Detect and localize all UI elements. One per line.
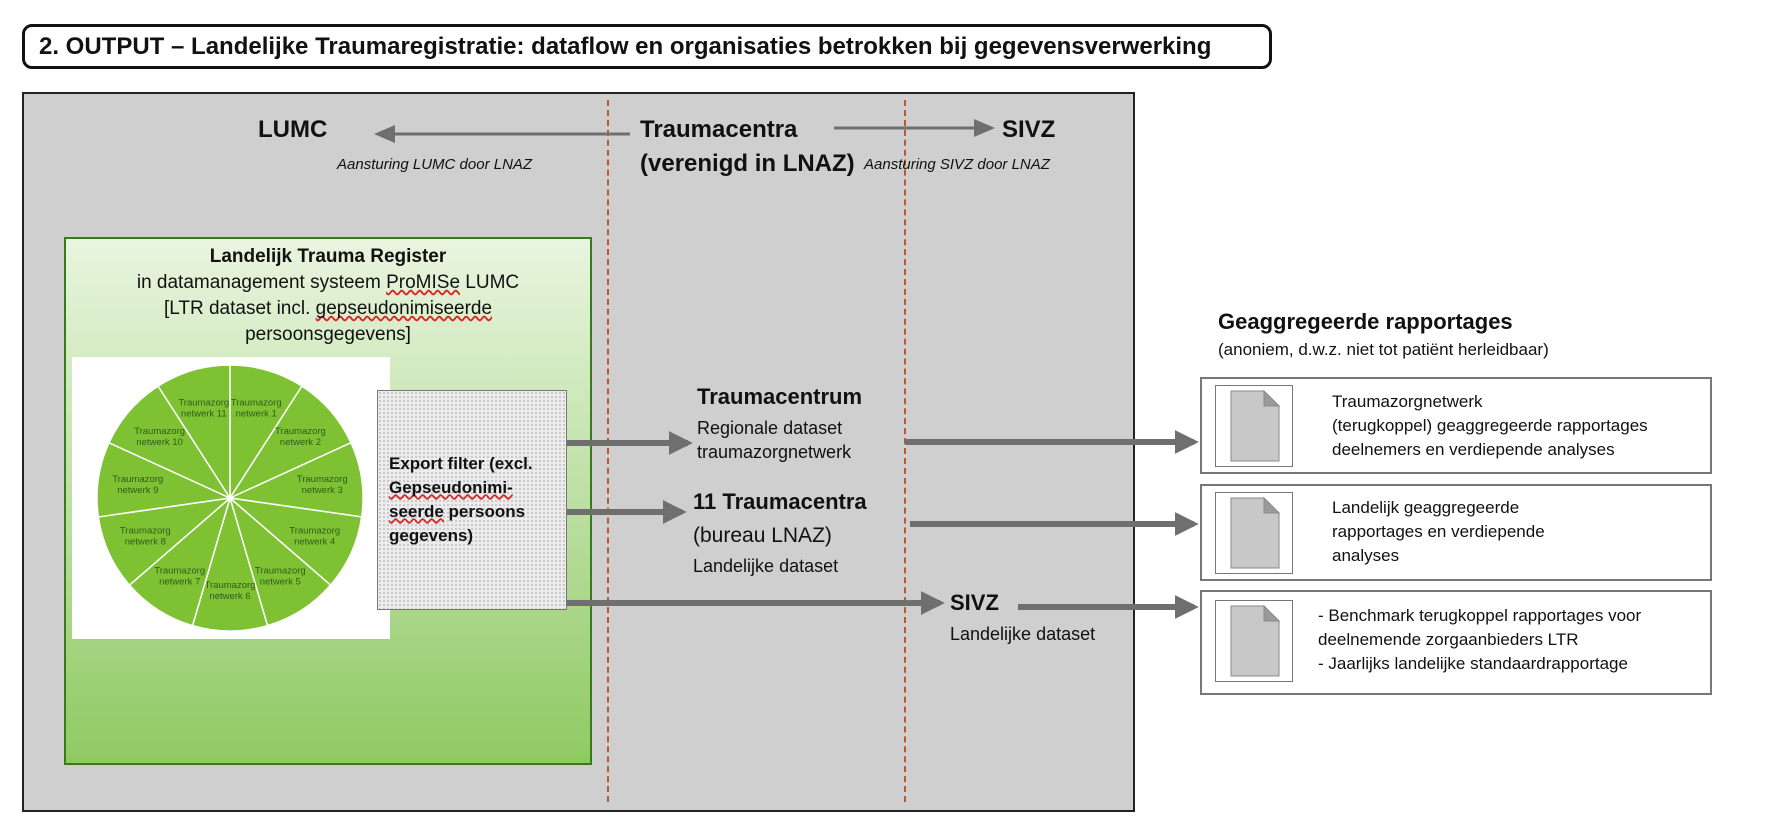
report-3-line-3: - Jaarlijks landelijke standaardrapporta…	[1318, 654, 1628, 673]
traumazorgnetwerk-label: traumazorgnetwerk	[697, 442, 852, 462]
regionale-dataset-label: Regionale dataset	[697, 418, 843, 438]
filter-line-3: seerde	[389, 502, 444, 521]
report-text-landelijk: Landelijk geaggregeerde rapportages en v…	[1332, 496, 1545, 568]
register-title: Landelijk Trauma Register	[209, 246, 447, 267]
document-icon	[1230, 390, 1280, 462]
report-3-line-2: deelnemende zorgaanbieders LTR	[1318, 630, 1579, 649]
aggregated-reports-subtitle: (anoniem, d.w.z. niet tot patiënt herlei…	[1218, 340, 1549, 359]
report-2-line-3: analyses	[1332, 546, 1400, 565]
document-icon	[1230, 605, 1280, 677]
aansturing-lumc-label: Aansturing LUMC door LNAZ	[337, 156, 533, 173]
verenigd-lnaz-label: (verenigd in LNAZ)	[640, 150, 855, 177]
report-1-line-1: Traumazorgnetwerk	[1332, 392, 1483, 411]
elf-traumacentra-label: 11 Traumacentra	[693, 489, 867, 514]
report-1-line-3: deelnemers en verdiepende analyses	[1332, 440, 1615, 459]
register-line-2-prefix: in datamanagement systeem	[136, 272, 387, 293]
register-pseudonym-word: gepseudonimiseerde	[315, 298, 493, 319]
filter-line-3-suffix: persoons	[443, 502, 526, 521]
traumacentrum-label: Traumacentrum	[697, 384, 863, 409]
divider-left	[607, 100, 609, 802]
sivz-mid-label: SIVZ	[950, 590, 999, 615]
document-icon	[1230, 497, 1280, 569]
diagram-title: 2. OUTPUT – Landelijke Traumaregistratie…	[22, 24, 1272, 69]
traumacentra-label: Traumacentra	[640, 116, 798, 143]
lumc-label: LUMC	[258, 116, 328, 143]
register-line-2: in datamanagement systeem ProMISe LUMC	[64, 270, 592, 296]
sivz-top-label: SIVZ	[1002, 116, 1056, 143]
export-filter-text: Export filter (excl. Gepseudonimi- seerd…	[389, 452, 561, 548]
register-line-3: [LTR dataset incl. gepseudonimiseerde	[64, 296, 592, 322]
filter-line-1: Export filter (excl.	[389, 454, 533, 473]
register-line-3-prefix: [LTR dataset incl.	[163, 298, 316, 319]
filter-line-4: gegevens)	[389, 526, 474, 545]
report-3-line-1: - Benchmark terugkoppel rapportages voor	[1318, 606, 1642, 625]
filter-line-2: Gepseudonimi-	[389, 478, 513, 497]
aggregated-reports-title: Geaggregeerde rapportages	[1218, 309, 1513, 334]
report-2-line-1: Landelijk geaggregeerde	[1332, 498, 1520, 517]
register-promise-word: ProMISe	[386, 272, 461, 293]
register-line-4: persoonsgegevens]	[245, 324, 411, 345]
divider-right	[904, 100, 906, 802]
report-text-network: Traumazorgnetwerk (terugkoppel) geaggreg…	[1332, 390, 1648, 462]
aansturing-sivz-label: Aansturing SIVZ door LNAZ	[864, 156, 1050, 173]
bureau-lnaz-label: (bureau LNAZ)	[693, 524, 832, 547]
register-line-2-suffix: LUMC	[460, 272, 520, 293]
report-2-line-2: rapportages en verdiepende	[1332, 522, 1545, 541]
trauma-register-text: Landelijk Trauma Register in datamanagem…	[64, 244, 592, 348]
sivz-dataset-label: Landelijke dataset	[950, 624, 1096, 644]
report-1-line-2: (terugkoppel) geaggregeerde rapportages	[1332, 416, 1648, 435]
export-filter-box	[377, 390, 567, 610]
report-text-benchmark: - Benchmark terugkoppel rapportages voor…	[1318, 604, 1641, 676]
landelijke-dataset-label: Landelijke dataset	[693, 556, 839, 576]
pie-segment-11	[157, 364, 231, 501]
